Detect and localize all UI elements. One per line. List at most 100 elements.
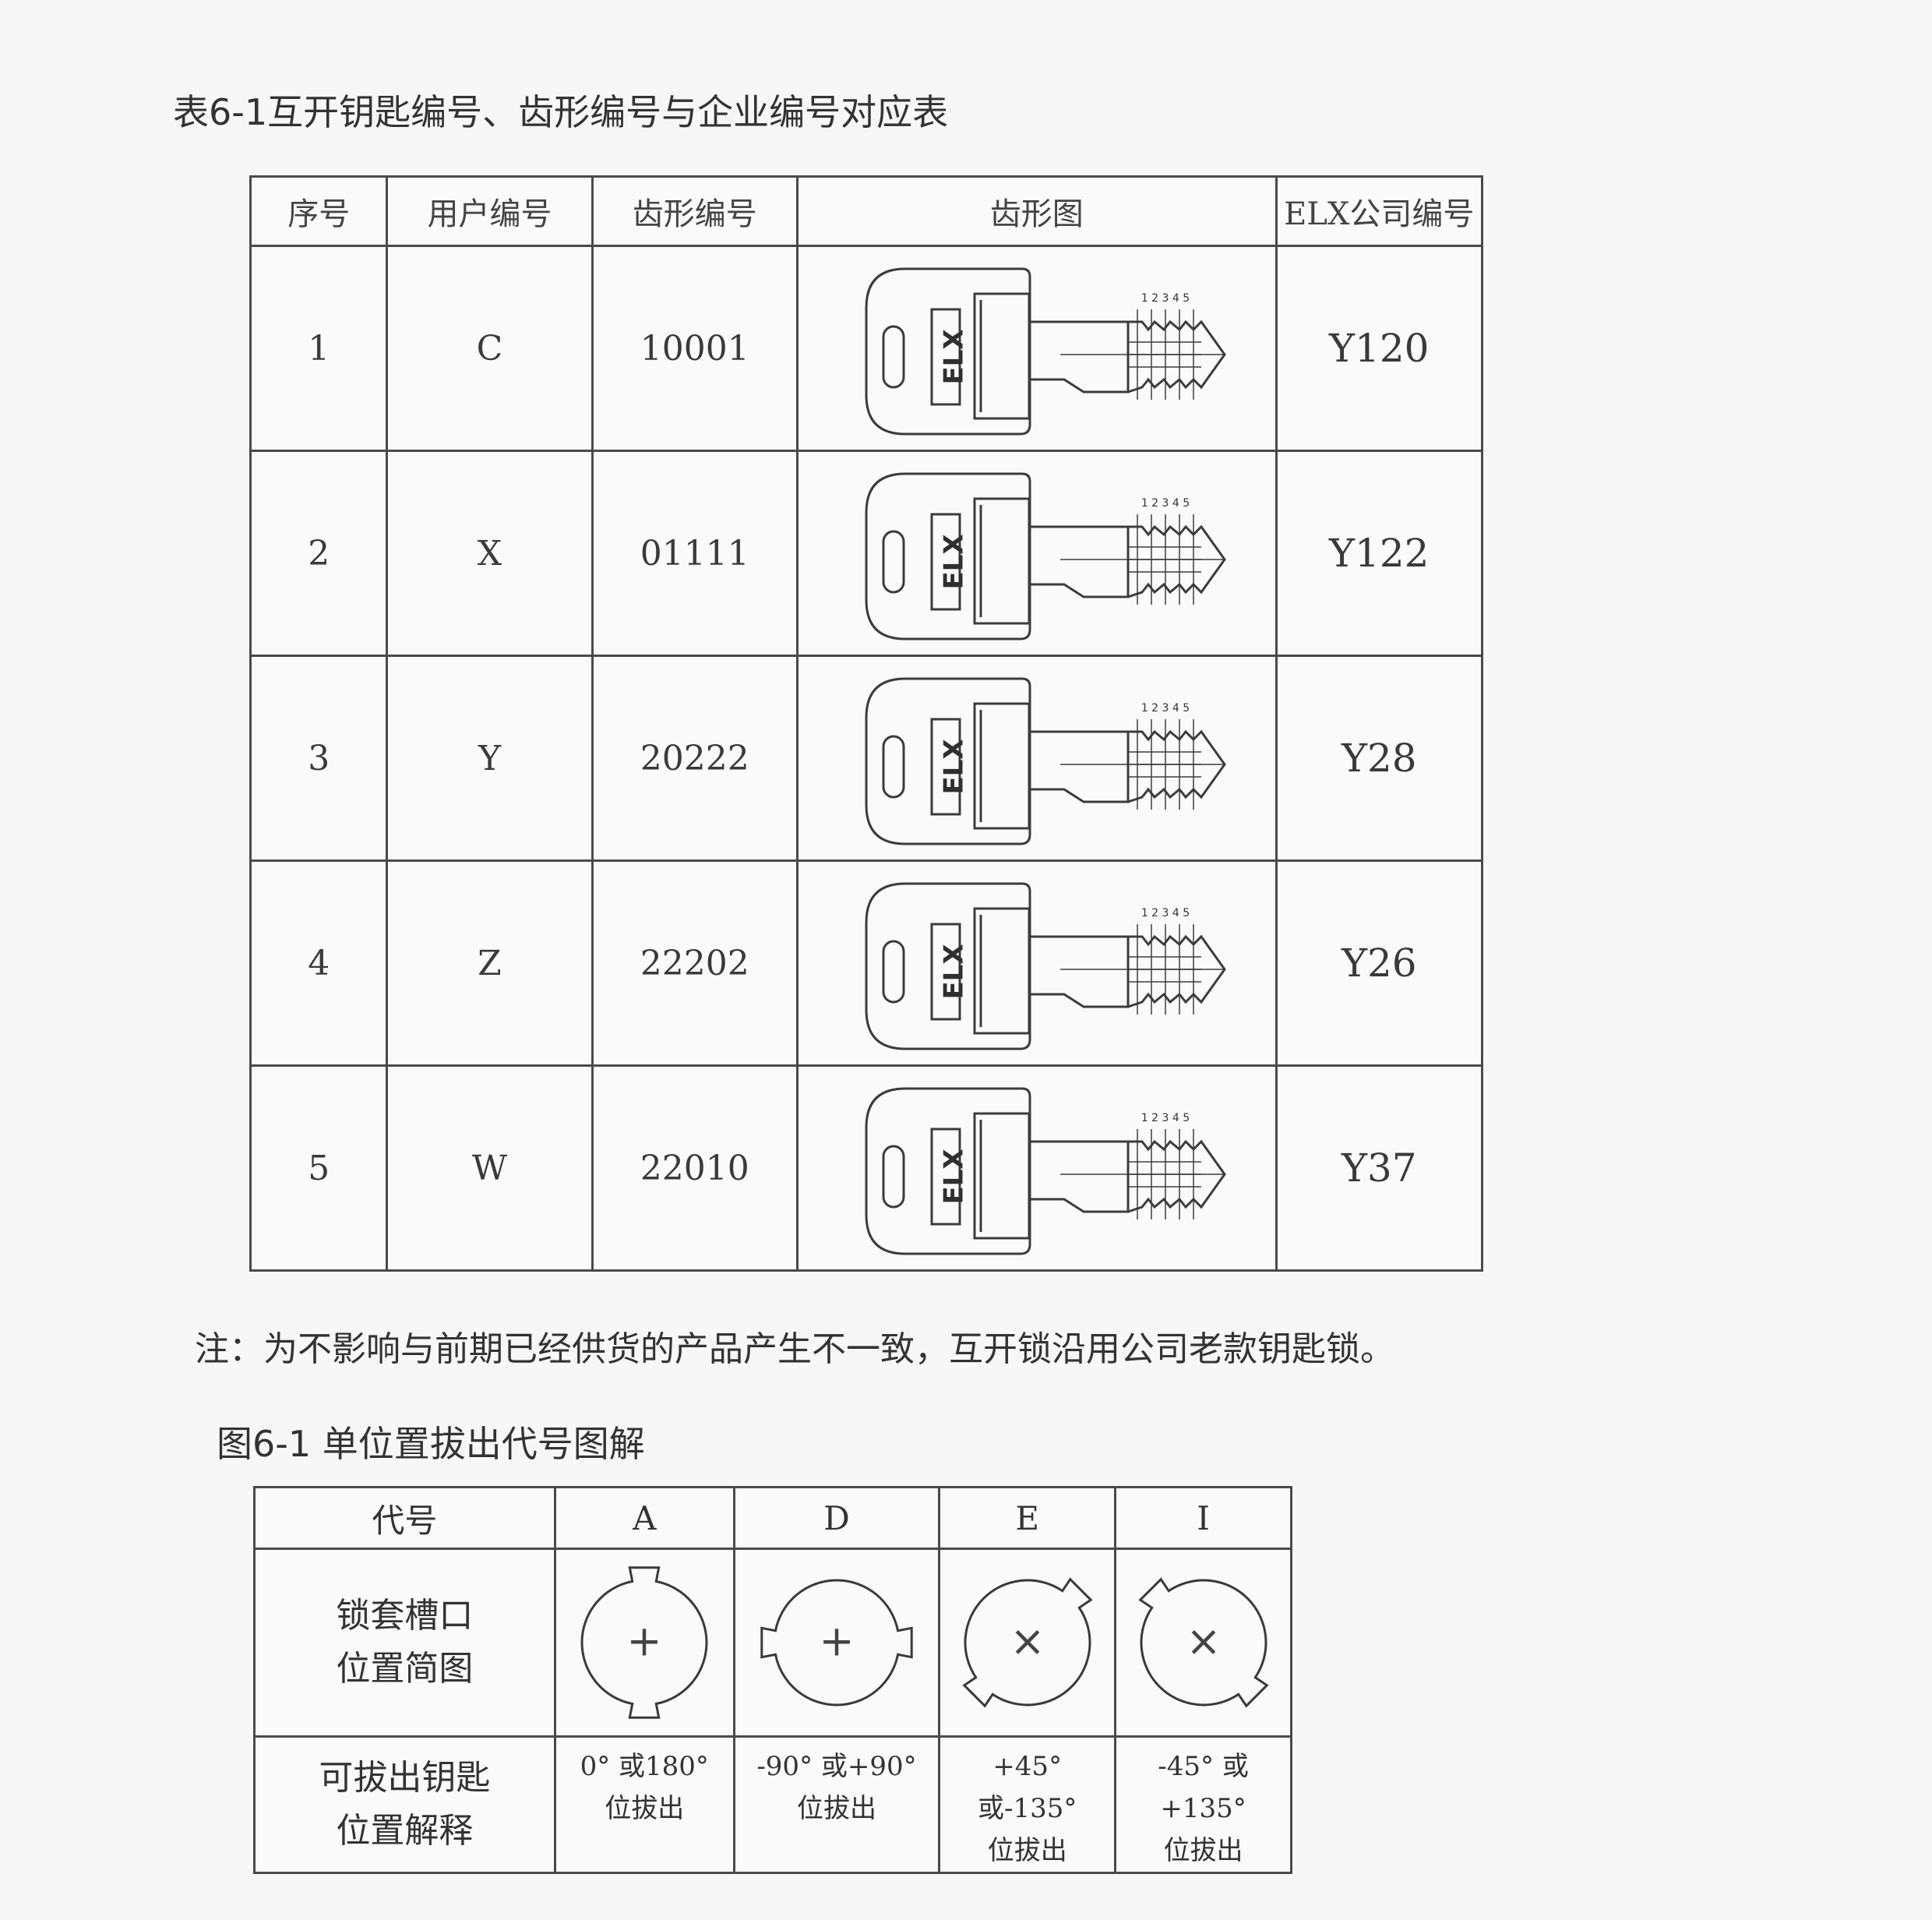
removal-explanation-label-line1: 可拔出钥匙 [319, 1758, 491, 1798]
tooth-code: 10001 [591, 245, 799, 452]
tooth-code: 22010 [591, 1064, 799, 1272]
center-mark: + [627, 1617, 662, 1666]
removal-explanation-cell: -45° 或+135° 位拔出 [1114, 1735, 1292, 1874]
key-drawing: ELX 1 2 3 4 5 [865, 472, 1226, 641]
key-brand-box [930, 923, 961, 1021]
lock-sleeve-outline [580, 1566, 708, 1719]
lock-slot-diagram: × [962, 1577, 1093, 1708]
lock-slot-diagram: × [1137, 1577, 1269, 1708]
key-hole-slot [882, 325, 905, 389]
user-code: Z [386, 859, 594, 1067]
key-blade [1127, 319, 1226, 394]
key-brand-text: ELX [938, 329, 969, 384]
cut-position-numbers: 1 2 3 4 5 [1141, 1112, 1190, 1124]
header-elx-code: ELX公司编号 [1274, 175, 1484, 247]
cut-position-numbers: 1 2 3 4 5 [1141, 907, 1190, 919]
removal-angle: -45° 或+135° [1158, 1751, 1249, 1824]
cut-position-numbers: 1 2 3 4 5 [1141, 497, 1190, 510]
slot-diagram-label-line2: 位置简图 [336, 1649, 474, 1689]
removal-angle: -90° 或+90° [756, 1751, 917, 1782]
row-index: 3 [249, 655, 389, 862]
removal-explanation-cell: 0° 或180° 位拔出 [553, 1735, 735, 1874]
center-mark: + [819, 1617, 854, 1666]
key-drawing: ELX 1 2 3 4 5 [865, 267, 1226, 436]
table-caption: 表6-1互开钥匙编号、齿形编号与企业编号对应表 [173, 91, 949, 133]
slot-diagram-cell: + [553, 1548, 735, 1738]
removal-action: 位拔出 [605, 1793, 685, 1824]
key-shank [1029, 320, 1130, 394]
key-hole-slot [882, 940, 905, 1004]
elx-code: Y37 [1274, 1064, 1484, 1272]
removal-action: 位拔出 [987, 1835, 1067, 1866]
lock-sleeve-outline [760, 1579, 913, 1706]
row-index: 4 [249, 859, 389, 1067]
position-header-label: 代号 [253, 1486, 556, 1550]
slot-diagram-label-line1: 锁套槽口 [336, 1596, 474, 1636]
user-code: C [386, 245, 594, 452]
key-hole-slot [882, 530, 905, 594]
key-head-outline [865, 677, 1031, 845]
key-drawing: ELX 1 2 3 4 5 [865, 882, 1226, 1050]
position-code: D [732, 1486, 941, 1550]
lock-sleeve-outline [962, 1577, 1093, 1708]
removal-action: 位拔出 [796, 1793, 876, 1824]
elx-code: Y28 [1274, 655, 1484, 862]
key-brand-text: ELX [938, 739, 969, 794]
key-shank [1029, 1140, 1130, 1213]
header-tooth-code: 齿形编号 [591, 175, 799, 247]
tooth-code: 20222 [591, 655, 799, 862]
key-head-outline [865, 472, 1031, 641]
key-blade [1127, 934, 1226, 1008]
elx-code: Y120 [1274, 245, 1484, 452]
key-brand-box [930, 308, 961, 406]
position-code: I [1114, 1486, 1292, 1550]
tooth-drawing-cell: ELX 1 2 3 4 5 [795, 859, 1278, 1067]
key-shoulder [973, 1112, 1031, 1240]
key-shank [1029, 935, 1130, 1008]
key-head-outline [865, 267, 1031, 436]
slot-diagram-label: 锁套槽口 位置简图 [253, 1548, 556, 1738]
row-index: 5 [249, 1064, 389, 1272]
tooth-code: 01111 [591, 450, 799, 657]
figure-caption: 图6-1 单位置拔出代号图解 [217, 1423, 645, 1465]
removal-explanation-cell: -90° 或+90° 位拔出 [732, 1735, 941, 1874]
elx-code: Y122 [1274, 450, 1484, 657]
key-shank [1029, 730, 1130, 803]
tooth-drawing-cell: ELX 1 2 3 4 5 [795, 655, 1278, 862]
key-shoulder [973, 907, 1031, 1035]
key-shoulder [973, 497, 1031, 625]
position-code: A [553, 1486, 735, 1550]
key-brand-text: ELX [938, 534, 969, 589]
position-code: E [938, 1486, 1117, 1550]
slot-diagram-cell: × [938, 1548, 1117, 1738]
key-hole-slot [882, 735, 905, 799]
cut-position-numbers: 1 2 3 4 5 [1141, 292, 1190, 305]
tooth-drawing-cell: ELX 1 2 3 4 5 [795, 450, 1278, 657]
lock-sleeve-outline [1137, 1577, 1269, 1708]
slot-diagram-row: 锁套槽口 位置简图 + + × × [253, 1548, 1292, 1738]
key-shoulder [973, 292, 1031, 420]
key-brand-text: ELX [938, 944, 969, 999]
key-blade [1127, 729, 1226, 803]
center-mark: × [1010, 1617, 1045, 1666]
key-head-outline [865, 1087, 1031, 1255]
removal-angle: 0° 或180° [580, 1751, 709, 1782]
user-code: W [386, 1064, 594, 1272]
row-index: 1 [249, 245, 389, 452]
key-head-outline [865, 882, 1031, 1050]
cut-position-numbers: 1 2 3 4 5 [1141, 702, 1190, 715]
key-shoulder [973, 702, 1031, 830]
removal-explanation-row: 可拔出钥匙 位置解释 0° 或180°位拔出-90° 或+90°位拔出+45° … [253, 1735, 1292, 1874]
removal-angle: +45° 或-135° [978, 1751, 1077, 1824]
note-text: 注：为不影响与前期已经供货的产品产生不一致，互开锁沿用公司老款钥匙锁。 [195, 1329, 1394, 1369]
elx-code: Y26 [1274, 859, 1484, 1067]
removal-action: 位拔出 [1163, 1835, 1243, 1866]
header-index: 序号 [249, 175, 389, 247]
